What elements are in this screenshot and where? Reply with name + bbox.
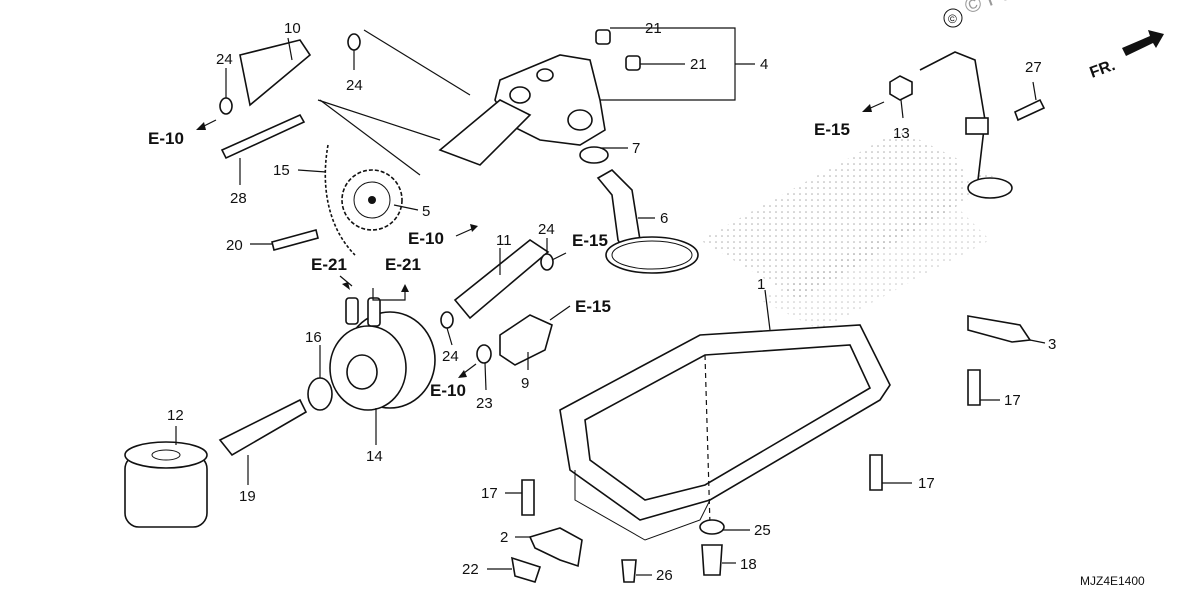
dowel-pin-21b <box>625 55 641 71</box>
callout-11: 11 <box>496 232 512 249</box>
diagram-code: MJZ4E1400 <box>1080 574 1145 588</box>
oil-level-sensor-float <box>967 177 1013 199</box>
ref-e15-top[interactable]: E-15 <box>814 120 850 139</box>
washer-24d <box>440 311 454 329</box>
callout-5: 5 <box>422 203 430 220</box>
washer-23 <box>476 344 492 364</box>
callout-13: 13 <box>893 125 910 142</box>
o-ring-16 <box>307 377 333 411</box>
front-arrow-icon <box>1122 30 1164 56</box>
bolt-17c <box>521 479 535 516</box>
oil-cooler <box>329 297 436 411</box>
oil-strainer <box>579 146 699 274</box>
callout-20: 20 <box>226 237 243 254</box>
oil-pump-assembly <box>438 29 641 166</box>
callout-24c: 24 <box>538 221 555 238</box>
callout-22: 22 <box>462 561 479 578</box>
collar-11 <box>453 239 550 320</box>
section-references: E-10 E-10 E-10 E-15 E-15 E-15 E-21 E-21 <box>148 101 885 400</box>
ref-e10-mid[interactable]: E-10 <box>408 229 444 248</box>
callout-24a: 24 <box>216 51 233 68</box>
ref-e15-mid[interactable]: E-15 <box>572 231 608 250</box>
watermark-dot-field <box>700 130 1000 300</box>
bracket-2 <box>528 527 583 568</box>
callout-17a: 17 <box>1004 392 1021 409</box>
callout-9: 9 <box>521 375 529 392</box>
bracket-3 <box>967 315 1032 343</box>
oil-filter <box>124 441 208 528</box>
bolt-26 <box>621 559 637 583</box>
strainer-screen <box>605 236 699 274</box>
sensor-clamp <box>965 117 989 135</box>
nut-13 <box>889 75 913 101</box>
callout-17b: 17 <box>918 475 935 492</box>
bolt-28 <box>220 113 306 160</box>
callout-16: 16 <box>305 329 322 346</box>
oil-pan-centerline <box>704 354 711 526</box>
oil-pump-outlet <box>567 109 593 131</box>
leader-lines <box>175 27 1046 576</box>
watermark-copyright-glyph: © <box>948 12 957 26</box>
callout-19: 19 <box>239 488 256 505</box>
bolt-20 <box>271 229 319 251</box>
dowel-pin-21a <box>595 29 611 45</box>
bolt-17b <box>869 454 883 491</box>
callout-28: 28 <box>230 190 247 207</box>
oil-pan-inner <box>584 344 872 501</box>
o-ring-7 <box>579 146 609 164</box>
oil-pump-shaft <box>438 99 532 166</box>
collar-10 <box>239 39 312 107</box>
callout-3: 3 <box>1048 336 1056 353</box>
ref-e15-right[interactable]: E-15 <box>575 297 611 316</box>
oil-level-sensor <box>889 51 1013 199</box>
bolt-17a <box>967 369 981 406</box>
watermark-text: © Par <box>961 0 1023 19</box>
oil-pump-port-2 <box>536 68 554 82</box>
washer-24a <box>219 97 233 115</box>
ref-e21-left[interactable]: E-21 <box>311 255 347 274</box>
ref-e10-low[interactable]: E-10 <box>430 381 466 400</box>
callout-23: 23 <box>476 395 493 412</box>
cooler-pipe-b <box>367 297 381 327</box>
washer-24c <box>540 253 554 271</box>
bolt-27 <box>1013 98 1046 122</box>
callout-17c: 17 <box>481 485 498 502</box>
callout-7: 7 <box>632 140 640 157</box>
oil-pan <box>559 324 891 541</box>
callout-18: 18 <box>740 556 757 573</box>
callout-6: 6 <box>660 210 668 227</box>
cooler-pipe-a <box>345 297 359 325</box>
union-joint-9 <box>499 314 553 366</box>
callout-26: 26 <box>656 567 673 584</box>
callout-15: 15 <box>273 162 290 179</box>
washer-24b <box>347 33 361 51</box>
bolt-18 <box>701 544 723 576</box>
callout-24b: 24 <box>346 77 363 94</box>
callouts: 10 24 24 28 15 5 20 21 21 4 7 6 11 24 1 … <box>167 20 1056 584</box>
callout-21b: 21 <box>690 56 707 73</box>
callout-10: 10 <box>284 20 301 37</box>
front-direction-indicator: FR. <box>1088 30 1164 82</box>
callout-21a: 21 <box>645 20 662 37</box>
callout-27: 27 <box>1025 59 1042 76</box>
oil-pump-drive <box>324 144 403 256</box>
front-label: FR. <box>1088 57 1118 82</box>
callout-25: 25 <box>754 522 771 539</box>
callout-1: 1 <box>757 276 765 293</box>
clip-22 <box>510 556 542 583</box>
callout-2: 2 <box>500 529 508 546</box>
callout-12: 12 <box>167 407 184 424</box>
callout-14: 14 <box>366 448 383 465</box>
washer-25 <box>699 519 725 535</box>
ref-e21-right[interactable]: E-21 <box>385 255 421 274</box>
watermark-dot-field-2 <box>760 200 990 330</box>
oil-pump-drive-chain <box>324 144 356 256</box>
callout-4: 4 <box>760 56 768 73</box>
oil-pump-port <box>509 86 531 104</box>
callout-24d: 24 <box>442 348 459 365</box>
oil-filter-boss-19 <box>218 398 308 457</box>
ref-e10-left[interactable]: E-10 <box>148 129 184 148</box>
